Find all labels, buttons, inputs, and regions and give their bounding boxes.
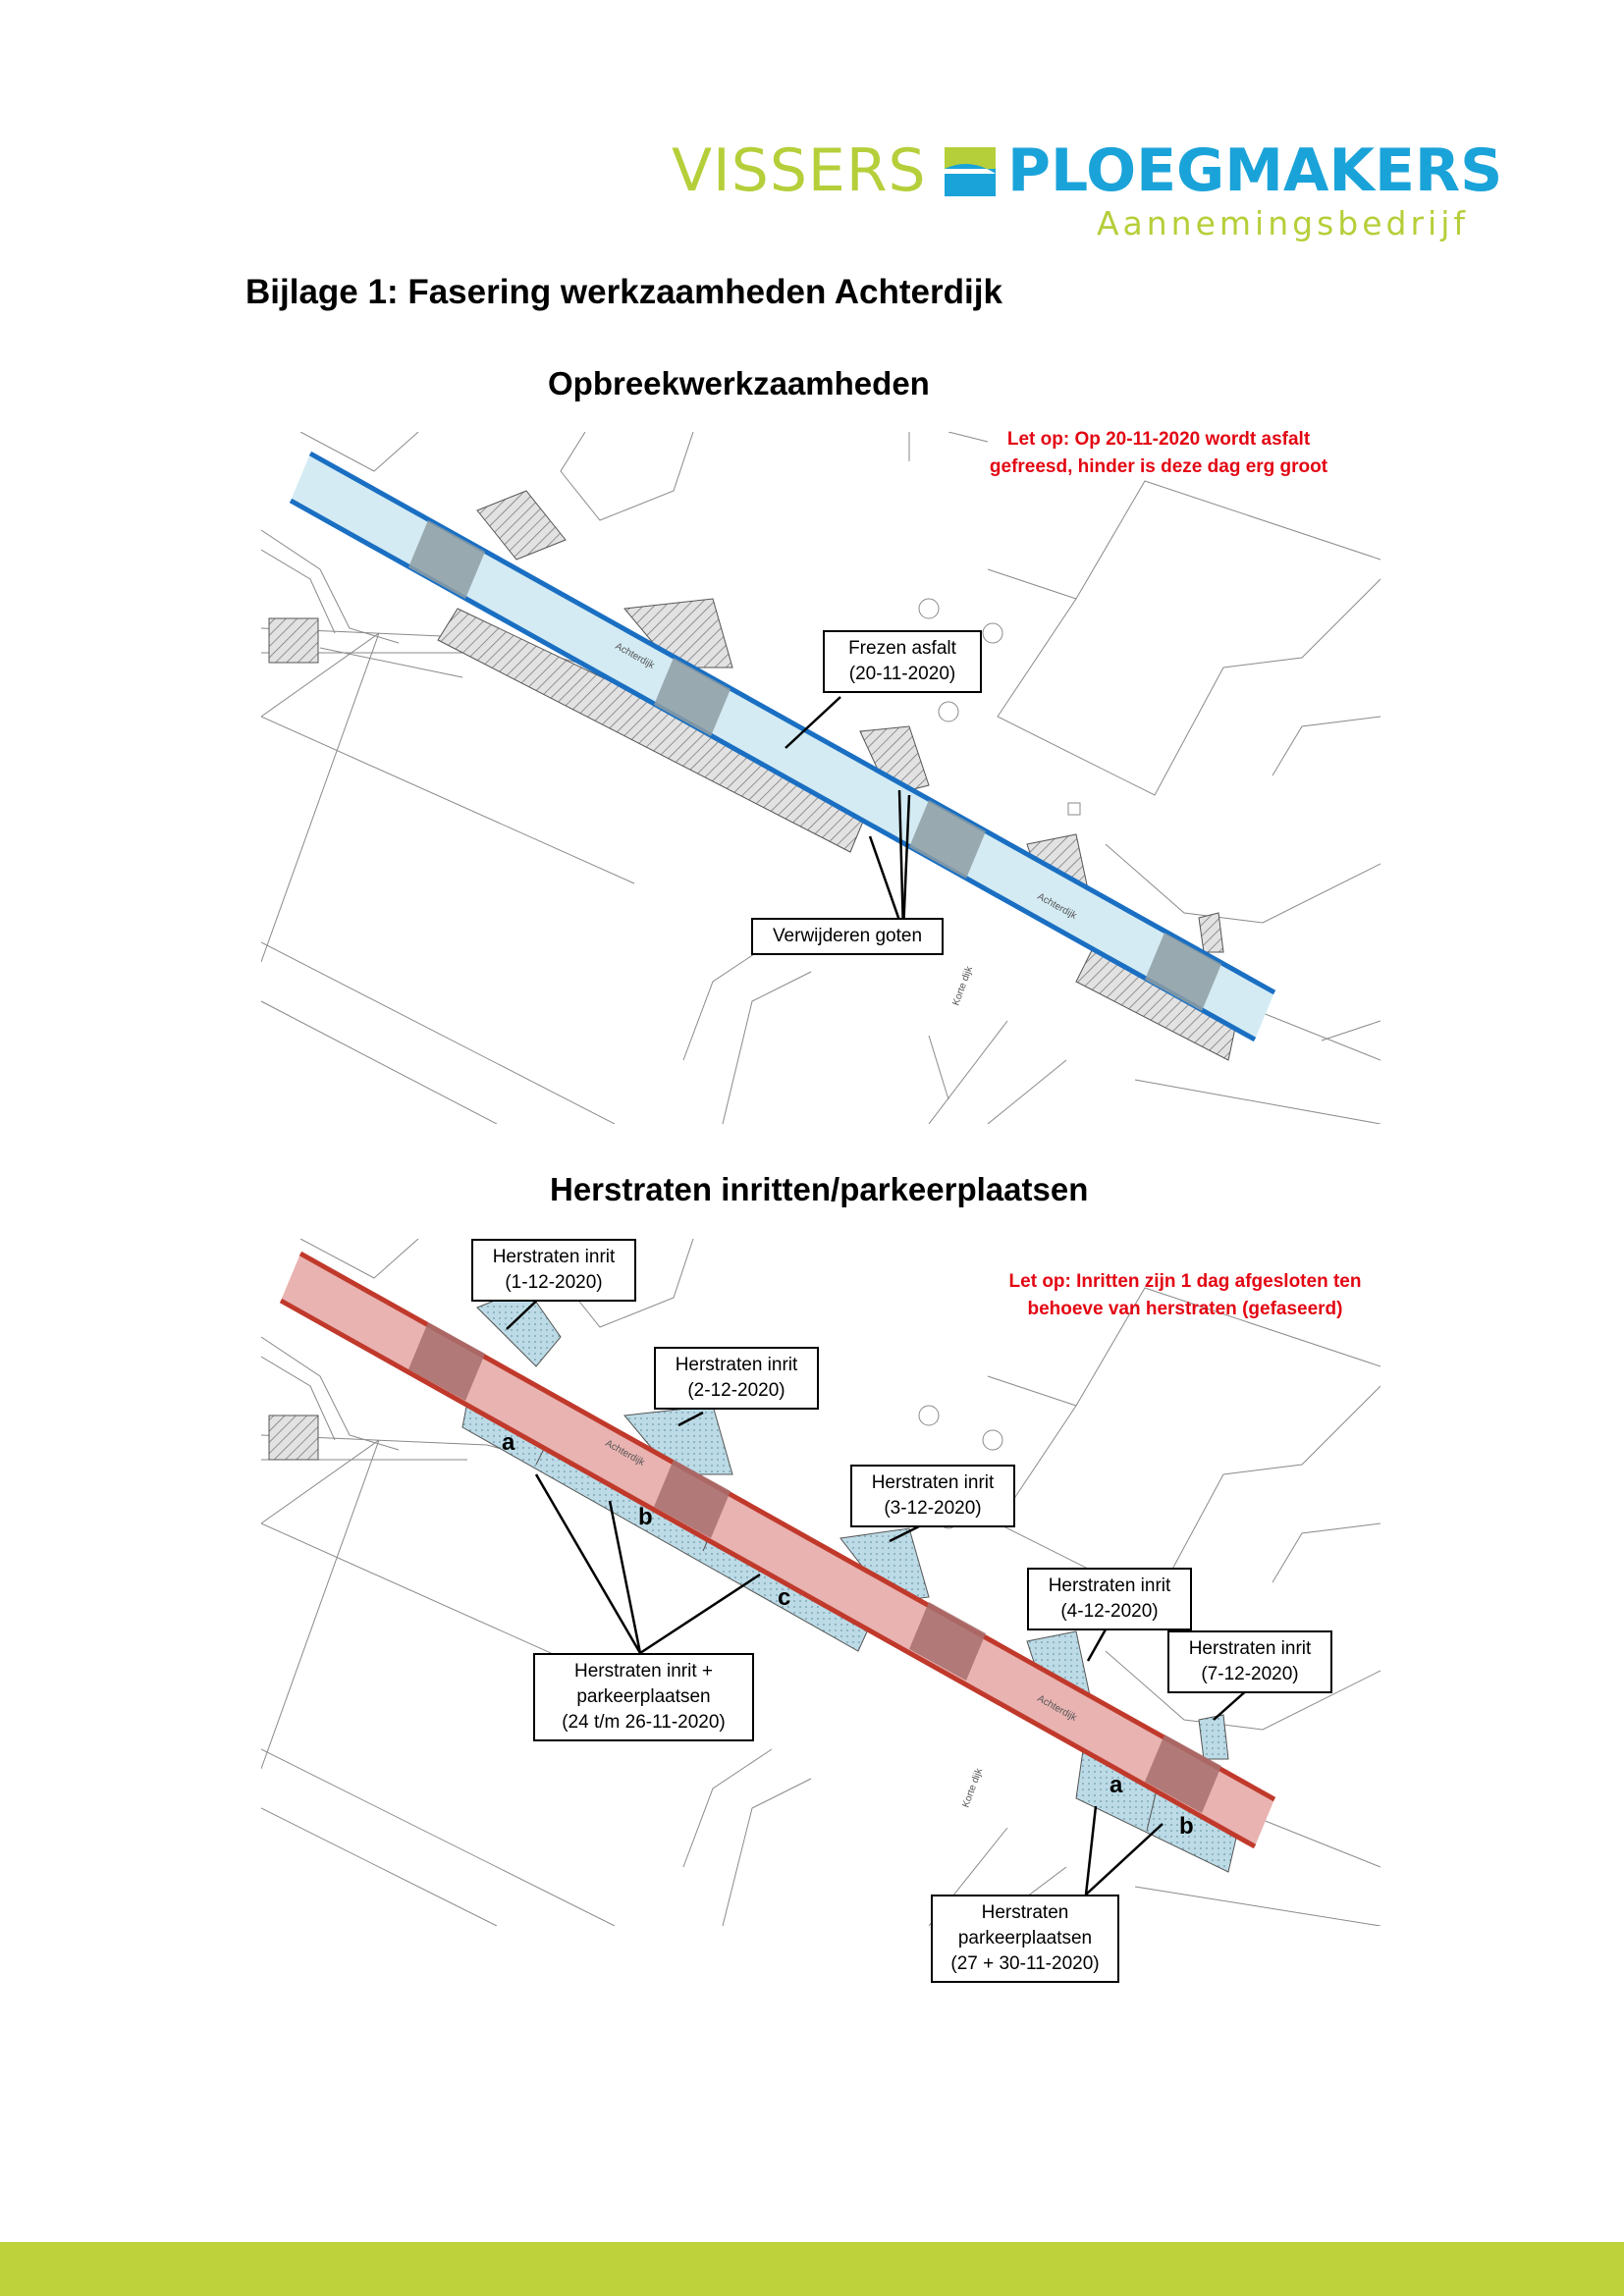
callout-parking-combined-line2: parkeerplaatsen (576, 1686, 711, 1707)
callout-parking-combined-line3: (24 t/m 26-11-2020) (562, 1712, 726, 1733)
street-label-korte-dijk: Korte dijk (950, 964, 975, 1007)
parking-letter-a-2: a (1110, 1772, 1123, 1798)
callout-parking-only-line1: Herstraten (981, 1902, 1069, 1923)
callout-driveway-1-line2: (1-12-2020) (505, 1272, 603, 1293)
callout-driveway-5-line2: (7-12-2020) (1201, 1664, 1299, 1684)
callout-driveway-3-line1: Herstraten inrit (871, 1472, 995, 1493)
callout-driveway-4: Herstraten inrit (4-12-2020) (1027, 1568, 1192, 1630)
callout-driveway-2: Herstraten inrit (2-12-2020) (654, 1347, 819, 1410)
callout-driveway-2-line1: Herstraten inrit (675, 1355, 798, 1375)
logo-text-ploegmakers: PLOEGMAKERS (1007, 136, 1503, 205)
parking-letter-b-2: b (1179, 1813, 1194, 1840)
callout-driveway-5: Herstraten inrit (7-12-2020) (1167, 1630, 1332, 1693)
footer-bar (0, 2242, 1624, 2296)
callout-parking-only: Herstraten parkeerplaatsen (27 + 30-11-2… (931, 1895, 1119, 1983)
warning-demolition-line1: Let op: Op 20-11-2020 wordt asfalt (1006, 429, 1311, 450)
callout-driveway-1-line1: Herstraten inrit (492, 1247, 616, 1267)
section-title-demolition: Opbreekwerkzaamheden (548, 365, 930, 401)
callout-milling: Frezen asfalt (20-11-2020) (823, 630, 982, 693)
logo-text-vissers: VISSERS (672, 136, 927, 205)
callout-driveway-4-line2: (4-12-2020) (1060, 1601, 1159, 1622)
callout-parking-only-line2: parkeerplaatsen (957, 1928, 1093, 1949)
callout-parking-combined-line1: Herstraten inrit + (574, 1661, 713, 1682)
callout-driveway-3: Herstraten inrit (3-12-2020) (850, 1465, 1015, 1527)
parking-letter-a: a (502, 1429, 515, 1456)
warning-demolition-line2: gefreesd, hinder is deze dag erg groot (989, 456, 1328, 477)
callout-gutters: Verwijderen goten (751, 918, 944, 955)
warning-demolition: Let op: Op 20-11-2020 wordt asfalt gefre… (962, 426, 1355, 481)
callout-driveway-1: Herstraten inrit (1-12-2020) (471, 1239, 636, 1302)
callout-driveway-2-line2: (2-12-2020) (687, 1380, 785, 1401)
callout-driveway-3-line2: (3-12-2020) (884, 1498, 982, 1519)
logo-subtitle: Aannemingsbedrijf (1096, 204, 1469, 242)
logo-mark-icon (945, 147, 996, 196)
warning-repaving-line2: behoeve van herstraten (gefaseerd) (1027, 1299, 1343, 1319)
company-logo: VISSERS PLOEGMAKERS Aannemingsbedrijf (672, 135, 1502, 245)
section-title-repaving: Herstraten inritten/parkeerplaatsen (550, 1171, 1089, 1207)
callout-driveway-4-line1: Herstraten inrit (1048, 1575, 1171, 1596)
document-title: Bijlage 1: Fasering werkzaamheden Achter… (245, 273, 1002, 311)
callout-milling-line1: Frezen asfalt (848, 638, 956, 659)
parking-letter-b: b (638, 1504, 653, 1530)
parking-letter-c: c (778, 1584, 791, 1611)
callout-parking-only-line3: (27 + 30-11-2020) (950, 1953, 1100, 1974)
callout-milling-line2: (20-11-2020) (848, 664, 956, 684)
warning-repaving-line1: Let op: Inritten zijn 1 dag afgesloten t… (1008, 1271, 1362, 1292)
warning-repaving: Let op: Inritten zijn 1 dag afgesloten t… (984, 1268, 1386, 1323)
street-label-korte-dijk-2: Korte dijk (960, 1766, 985, 1809)
map-demolition: Achterdijk Achterdijk Korte dijk (261, 432, 1380, 1124)
callout-driveway-5-line1: Herstraten inrit (1188, 1638, 1312, 1659)
map-repaving: Achterdijk Achterdijk Korte dijk (261, 1239, 1380, 1926)
callout-parking-combined: Herstraten inrit + parkeerplaatsen (24 t… (533, 1653, 754, 1741)
